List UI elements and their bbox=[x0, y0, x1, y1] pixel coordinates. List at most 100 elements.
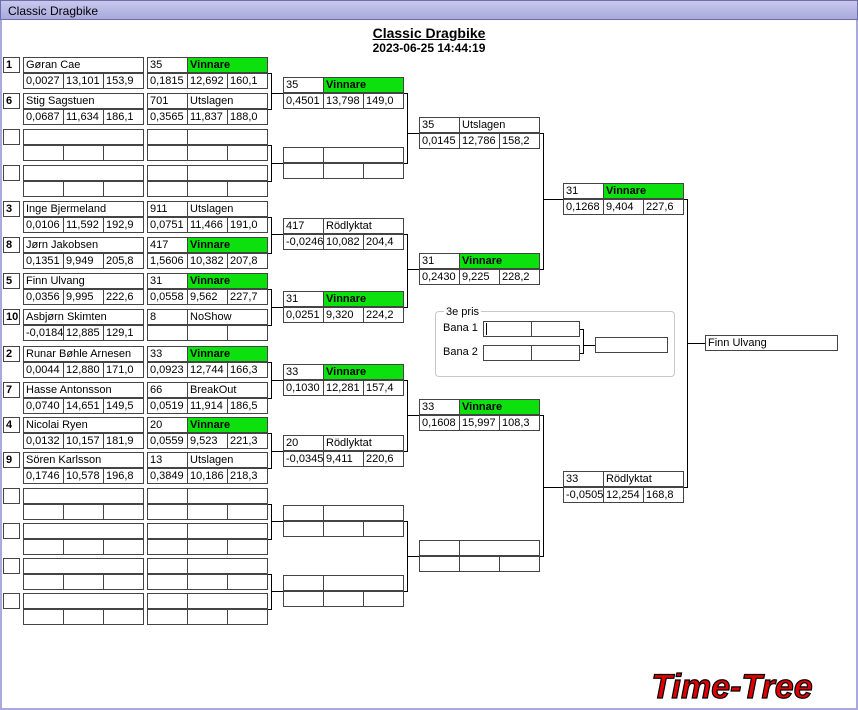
reaction-time[interactable] bbox=[147, 181, 188, 197]
result-status[interactable]: Rödlyktat bbox=[323, 435, 404, 451]
result-status[interactable]: Vinnare bbox=[459, 253, 540, 269]
reaction-time[interactable] bbox=[147, 145, 188, 161]
elapsed-time[interactable]: 12,692 bbox=[187, 73, 228, 89]
bike-number[interactable]: 20 bbox=[147, 417, 188, 433]
result-status[interactable]: Utslagen bbox=[187, 201, 268, 217]
elapsed-time[interactable] bbox=[323, 163, 364, 179]
racer-name[interactable]: Inge Bjermeland bbox=[23, 201, 144, 217]
reaction-time[interactable] bbox=[147, 539, 188, 555]
result-status[interactable] bbox=[187, 558, 268, 574]
speed[interactable]: 220,6 bbox=[363, 451, 404, 467]
speed[interactable] bbox=[103, 145, 144, 161]
elapsed-time[interactable]: 14,651 bbox=[63, 398, 104, 414]
reaction-time[interactable]: -0,0246 bbox=[283, 234, 324, 250]
reaction-time[interactable]: 0,0687 bbox=[23, 109, 64, 125]
speed[interactable]: 191,0 bbox=[227, 217, 268, 233]
elapsed-time[interactable]: 10,578 bbox=[63, 468, 104, 484]
racer-name[interactable]: Finn Ulvang bbox=[23, 273, 144, 289]
result-status[interactable] bbox=[187, 593, 268, 609]
speed[interactable]: 157,4 bbox=[363, 380, 404, 396]
racer-name[interactable] bbox=[23, 165, 144, 181]
result-status[interactable]: Vinnare bbox=[323, 77, 404, 93]
racer-name[interactable] bbox=[23, 558, 144, 574]
elapsed-time[interactable]: 11,592 bbox=[63, 217, 104, 233]
speed[interactable]: 224,2 bbox=[363, 307, 404, 323]
speed[interactable] bbox=[363, 591, 404, 607]
bike-number[interactable]: 13 bbox=[147, 452, 188, 468]
racer-name[interactable]: Sören Karlsson bbox=[23, 452, 144, 468]
reaction-time[interactable]: 0,1351 bbox=[23, 253, 64, 269]
elapsed-time[interactable] bbox=[63, 574, 104, 590]
bike-number[interactable]: 35 bbox=[147, 57, 188, 73]
bike-number[interactable] bbox=[283, 147, 324, 163]
reaction-time[interactable]: 0,3565 bbox=[147, 109, 188, 125]
elapsed-time[interactable] bbox=[63, 539, 104, 555]
racer-name[interactable] bbox=[23, 488, 144, 504]
speed[interactable]: 149,0 bbox=[363, 93, 404, 109]
result-status[interactable]: Vinnare bbox=[187, 346, 268, 362]
third-lane2-field-b[interactable] bbox=[531, 345, 580, 361]
result-status[interactable]: Vinnare bbox=[187, 417, 268, 433]
reaction-time[interactable]: 0,0519 bbox=[147, 398, 188, 414]
elapsed-time[interactable]: 15,997 bbox=[459, 415, 500, 431]
reaction-time[interactable]: 0,2430 bbox=[419, 269, 460, 285]
elapsed-time[interactable] bbox=[323, 521, 364, 537]
speed[interactable] bbox=[103, 181, 144, 197]
elapsed-time[interactable]: 12,786 bbox=[459, 133, 500, 149]
elapsed-time[interactable]: 10,186 bbox=[187, 468, 228, 484]
reaction-time[interactable]: 0,1608 bbox=[419, 415, 460, 431]
bike-number[interactable]: 20 bbox=[283, 435, 324, 451]
third-place-result[interactable] bbox=[595, 337, 668, 353]
elapsed-time[interactable] bbox=[187, 574, 228, 590]
elapsed-time[interactable]: 12,281 bbox=[323, 380, 364, 396]
speed[interactable]: 192,9 bbox=[103, 217, 144, 233]
reaction-time[interactable] bbox=[419, 556, 460, 572]
bike-number[interactable]: 31 bbox=[147, 273, 188, 289]
elapsed-time[interactable] bbox=[63, 145, 104, 161]
reaction-time[interactable]: 0,1815 bbox=[147, 73, 188, 89]
bike-number[interactable] bbox=[147, 593, 188, 609]
elapsed-time[interactable] bbox=[63, 609, 104, 625]
result-status[interactable]: Rödlyktat bbox=[603, 471, 684, 487]
result-status[interactable]: Vinnare bbox=[187, 273, 268, 289]
bike-number[interactable] bbox=[283, 505, 324, 521]
elapsed-time[interactable] bbox=[187, 504, 228, 520]
elapsed-time[interactable]: 12,254 bbox=[603, 487, 644, 503]
speed[interactable] bbox=[227, 539, 268, 555]
bike-number[interactable]: 31 bbox=[283, 291, 324, 307]
reaction-time[interactable]: 0,0558 bbox=[147, 289, 188, 305]
reaction-time[interactable]: 0,0740 bbox=[23, 398, 64, 414]
speed[interactable]: 166,3 bbox=[227, 362, 268, 378]
result-status[interactable] bbox=[459, 540, 540, 556]
elapsed-time[interactable]: 9,523 bbox=[187, 433, 228, 449]
elapsed-time[interactable] bbox=[459, 556, 500, 572]
speed[interactable]: 129,1 bbox=[103, 325, 144, 341]
elapsed-time[interactable]: 9,411 bbox=[323, 451, 364, 467]
result-status[interactable]: Utslagen bbox=[187, 93, 268, 109]
result-status[interactable] bbox=[323, 147, 404, 163]
racer-name[interactable]: Gøran Cae bbox=[23, 57, 144, 73]
result-status[interactable]: Utslagen bbox=[187, 452, 268, 468]
speed[interactable] bbox=[103, 539, 144, 555]
speed[interactable]: 108,3 bbox=[499, 415, 540, 431]
elapsed-time[interactable] bbox=[187, 609, 228, 625]
reaction-time[interactable]: 0,0356 bbox=[23, 289, 64, 305]
speed[interactable]: 196,8 bbox=[103, 468, 144, 484]
speed[interactable]: 222,6 bbox=[103, 289, 144, 305]
reaction-time[interactable] bbox=[23, 181, 64, 197]
speed[interactable]: 227,6 bbox=[643, 199, 684, 215]
speed[interactable] bbox=[227, 181, 268, 197]
bike-number[interactable]: 35 bbox=[283, 77, 324, 93]
bike-number[interactable]: 31 bbox=[419, 253, 460, 269]
elapsed-time[interactable]: 12,744 bbox=[187, 362, 228, 378]
racer-name[interactable] bbox=[23, 523, 144, 539]
elapsed-time[interactable]: 9,320 bbox=[323, 307, 364, 323]
speed[interactable] bbox=[103, 574, 144, 590]
speed[interactable] bbox=[227, 504, 268, 520]
reaction-time[interactable] bbox=[23, 609, 64, 625]
result-status[interactable]: Vinnare bbox=[459, 399, 540, 415]
reaction-time[interactable] bbox=[283, 521, 324, 537]
elapsed-time[interactable]: 10,157 bbox=[63, 433, 104, 449]
elapsed-time[interactable] bbox=[63, 504, 104, 520]
reaction-time[interactable] bbox=[283, 163, 324, 179]
